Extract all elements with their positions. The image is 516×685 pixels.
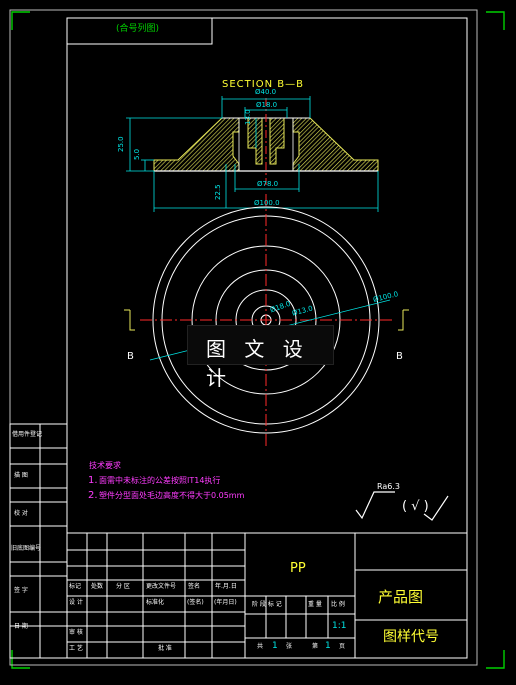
left-strip-3: 旧底图编号 [11,545,42,552]
tech-req-item1: 面需中未标注的公差按照IT14执行 [99,476,221,485]
dim-5: 5.0 [133,148,141,160]
drawing-code: 图样代号 [383,629,439,645]
sheet-total-label: 共 [257,643,264,650]
outer-frame [9,9,478,666]
dim-13: 13.0 [244,109,252,125]
dim-25: 25.0 [117,136,125,152]
header-box [66,17,213,45]
title-block-grid [66,532,468,659]
tb-review: 审 核 [69,629,83,636]
dim-d18: Ø18.0 [256,101,278,109]
tb-zone: 分 区 [116,583,130,590]
roughness-value: Ra6.3 [377,482,401,491]
dim-d78: Ø78.0 [257,180,279,188]
left-strip-4: 签 字 [14,587,28,594]
roughness-paren: ( √ ) [402,499,429,514]
dim-d100: Ø100.0 [254,199,280,207]
tb-sign: 签名 [188,583,201,590]
dim-22-5: 22.5 [214,184,222,200]
sheet-total: 1 [272,641,278,651]
stage-header-1: 重 量 [308,601,322,608]
tb-change-doc: 更改文件号 [146,583,177,590]
section-boss-right [269,117,285,165]
sheet-label: 张 [286,643,293,650]
watermark-text: 图 文 设 计 [206,337,309,390]
product-name: 产品图 [378,588,424,606]
sheet-page-label: 页 [339,643,346,650]
tb-design: 设 计 [69,599,83,606]
tb-standardize: 标准化 [146,599,165,606]
section-hatch-left [153,117,240,172]
tb-sign-paren: (签名) [187,599,204,606]
section-hatch-right [292,117,379,172]
tech-req-item1-num: 1. [88,475,98,486]
left-strip-2: 校 对 [14,510,28,517]
watermark: 图 文 设 计 [187,325,334,390]
dim-d40: Ø40.0 [255,88,277,96]
stage-header-0: 阶 段 标 记 [252,601,282,608]
section-title: SECTION B—B [222,79,304,90]
material: PP [290,561,306,576]
tech-req-item2: 塑件分型面处毛边高度不得大于0.05mm [99,491,245,500]
sheet-no: 1 [325,641,331,651]
tech-req-title: 技术要求 [89,461,121,470]
left-strip-1: 描 图 [14,472,28,479]
section-marker-left: B [127,351,134,362]
tech-req-item2-num: 2. [88,490,98,501]
tb-count: 处数 [91,583,104,590]
scale: 1:1 [332,621,347,631]
plan-view [124,194,409,448]
left-strip-0: 借用件登记 [12,431,43,438]
tb-process: 工 艺 [69,645,83,652]
section-marker-right: B [396,351,403,362]
section-view [126,96,379,212]
roughness-symbol [355,491,449,521]
left-strip-5: 日 期 [14,623,28,630]
stage-header-2: 比 例 [331,601,345,608]
tb-mark: 标记 [69,583,82,590]
tb-approve: 批 准 [158,645,172,652]
sheet-no-label: 第 [312,643,319,650]
tb-date-paren: (年月日) [214,599,237,606]
tb-date: 年.月.日 [215,583,237,590]
corner-marks [11,11,505,669]
header-box-label: (合号列图) [116,24,160,34]
